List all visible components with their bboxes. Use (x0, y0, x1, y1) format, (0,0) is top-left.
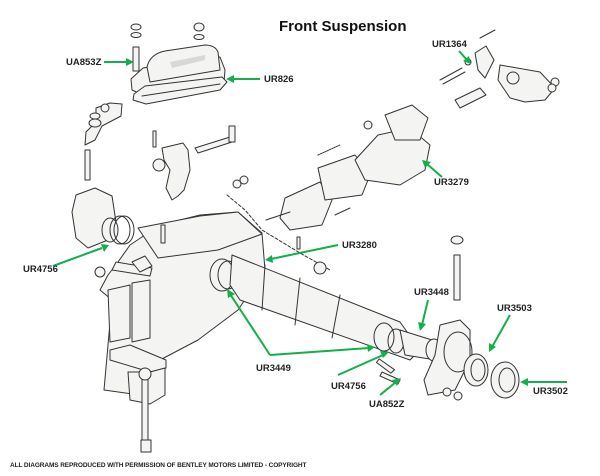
lever-and-bolt (152, 125, 249, 201)
callout-ur1364: UR1364 (432, 39, 467, 50)
callout-ua852z: UA852Z (369, 399, 405, 410)
upper-right-linkage (439, 29, 560, 109)
callout-ur3502: UR3502 (533, 386, 568, 397)
callout-arrows (52, 50, 567, 396)
copyright-footer: ALL DIAGRAMS REPRODUCED WITH PERMISSION … (10, 462, 307, 469)
callout-ur3449: UR3449 (256, 363, 291, 374)
upper-left-bracket (84, 102, 123, 181)
top-cover-assembly (130, 22, 228, 105)
callout-ur4756-left: UR4756 (23, 264, 58, 275)
callout-ur3279: UR3279 (434, 177, 469, 188)
callout-ur3448: UR3448 (414, 287, 449, 298)
damper-assembly (265, 104, 431, 231)
callout-ur3503: UR3503 (497, 303, 532, 314)
callout-ur4756-right: UR4756 (331, 381, 366, 392)
callout-ua853z: UA853Z (66, 57, 102, 68)
left-bearing-housing (71, 187, 135, 249)
callout-ur3280: UR3280 (342, 240, 377, 251)
shaft-tube (229, 254, 443, 374)
diagram-title: Front Suspension (279, 18, 407, 35)
stub-axle (423, 235, 520, 401)
callout-ur826: UR826 (264, 74, 294, 85)
lower-mounting-bracket (109, 344, 167, 453)
